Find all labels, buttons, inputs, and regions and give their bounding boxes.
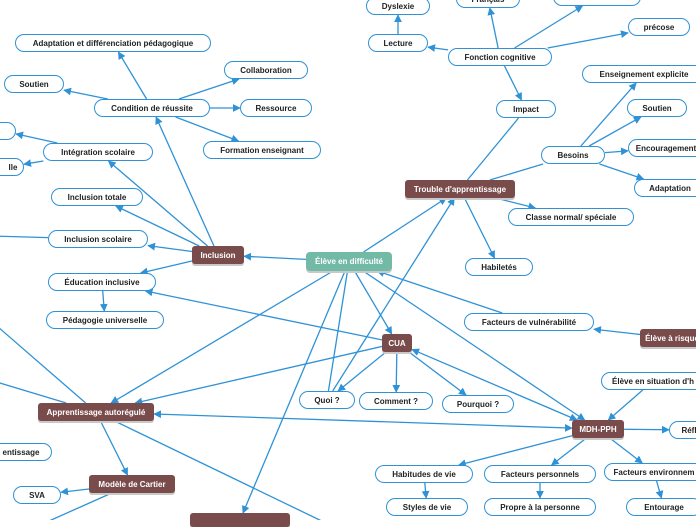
topic-mdh-pph[interactable]: MDH-PPH	[572, 420, 624, 438]
connector-impact-fonction	[505, 66, 522, 100]
connector-habitudes-styles	[425, 483, 426, 498]
subtopic-soutien-left[interactable]: Soutien	[4, 75, 64, 93]
subtopic-facteurs-vulnerabilite[interactable]: Facteurs de vulnérabilité	[464, 313, 594, 331]
connector-mdh-factperso	[552, 438, 587, 465]
subtopic-eleve-situation-handicap[interactable]: Élève en situation d'h	[601, 372, 696, 390]
connector-besoins-adaptation	[599, 164, 643, 179]
subtopic-inclusion-scolaire[interactable]: Inclusion scolaire	[48, 230, 148, 248]
connector-cua-comment	[396, 352, 397, 392]
subtopic-enseignement-explicite[interactable]: Enseignement explicite	[582, 65, 696, 83]
topic-trouble-apprentissage[interactable]: Trouble d'apprentissage	[405, 180, 515, 198]
connector-besoins-encour	[605, 151, 628, 153]
subtopic-facteurs-environnementaux[interactable]: Facteurs environnem	[604, 463, 696, 481]
connector-mdh-factenv	[610, 438, 643, 463]
connector-factenv-entourage	[657, 481, 662, 498]
central-topic-eleve-en-difficulte[interactable]: Élève en difficulté	[306, 252, 392, 271]
connector-educ-pedago	[103, 291, 105, 311]
connector-cartier-sva	[61, 489, 89, 492]
topic-apprentissage-autoregule[interactable]: Apprentissage autorégulé	[38, 403, 154, 421]
subtopic-ressource[interactable]: Ressource	[240, 99, 312, 117]
subtopic-comment[interactable]: Comment ?	[359, 392, 433, 410]
subtopic-precose[interactable]: précose	[628, 18, 690, 36]
subtopic-impact[interactable]: Impact	[496, 100, 556, 118]
subtopic-integration-scolaire[interactable]: Intégration scolaire	[43, 143, 153, 161]
subtopic-encouragement[interactable]: Encouragement	[628, 139, 696, 157]
subtopic-pourquoi[interactable]: Pourquoi ?	[442, 395, 514, 413]
subtopic-offscreen-left-2[interactable]: lle	[0, 158, 24, 176]
subtopic-habiletes[interactable]: Habiletés	[465, 258, 533, 276]
subtopic-classe-normal-speciale[interactable]: Classe normal/ spéciale	[508, 208, 634, 226]
connector-inclusion-educ	[141, 261, 192, 273]
connector-inclusion-inclsco	[148, 246, 192, 252]
subtopic-refl[interactable]: Réfl	[669, 421, 696, 439]
subtopic-dyslexie[interactable]: Dyslexie	[366, 0, 430, 15]
topic-eleve-a-risque[interactable]: Élève à risque	[640, 329, 696, 347]
connector-besoins-ensexp	[581, 83, 636, 146]
subtopic-condition-de-reussite[interactable]: Condition de réussite	[94, 99, 210, 117]
subtopic-fonction-cognitive[interactable]: Fonction cognitive	[448, 48, 552, 66]
connector-root-cua	[355, 271, 392, 334]
connector-root-trouble	[364, 198, 447, 252]
connector-factvuln-root	[377, 271, 502, 313]
connector-condition-soutienL	[64, 90, 108, 99]
subtopic-adaptation-differenciation[interactable]: Adaptation et différenciation pédagogiqu…	[15, 34, 211, 52]
connector-mdh-autoregule	[154, 414, 572, 428]
connector-trouble-habiletes	[465, 198, 495, 258]
subtopic-quoi[interactable]: Quoi ?	[299, 391, 355, 409]
connector-condition-formation	[176, 117, 239, 141]
connector-risque-factvuln	[594, 329, 640, 334]
connector-fonction-francais	[490, 8, 498, 48]
connector-offscreen-1	[0, 380, 66, 403]
connector-trouble-besoins	[490, 164, 543, 180]
subtopic-offscreen-top[interactable]	[553, 0, 641, 6]
subtopic-besoins[interactable]: Besoins	[541, 146, 605, 164]
subtopic-propre-a-la-personne[interactable]: Propre à la personne	[484, 498, 596, 516]
topic-cua[interactable]: CUA	[382, 334, 412, 352]
connector-condition-collab	[179, 79, 239, 99]
subtopic-pedagogie-universelle[interactable]: Pédagogie universelle	[46, 311, 164, 329]
connector-cua-pourquoi	[409, 352, 466, 395]
connector-condition-adaptdiff	[118, 52, 146, 99]
connector-autoregule-cartier	[101, 421, 128, 475]
connector-trouble-impact	[467, 118, 518, 180]
topic-modele-de-cartier[interactable]: Modèle de Cartier	[89, 475, 175, 493]
subtopic-facteurs-personnels[interactable]: Facteurs personnels	[484, 465, 596, 483]
topic-inclusion[interactable]: Inclusion	[192, 246, 244, 264]
subtopic-habitudes-de-vie[interactable]: Habitudes de vie	[375, 465, 473, 483]
connector-root-inclusion	[244, 256, 306, 259]
connector-mdh-habitudes	[459, 436, 572, 465]
subtopic-education-inclusive[interactable]: Éducation inclusive	[48, 273, 156, 291]
connector-integration-leftstub1	[16, 134, 57, 143]
connector-educ-cua	[146, 291, 382, 340]
subtopic-adaptation[interactable]: Adaptation	[634, 179, 696, 197]
connector-trouble-classe	[496, 198, 536, 208]
subtopic-collaboration[interactable]: Collaboration	[224, 61, 308, 79]
subtopic-inclusion-totale[interactable]: Inclusion totale	[51, 188, 143, 206]
subtopic-soutien-right[interactable]: Soutien	[627, 99, 687, 117]
connector-fonction-precose	[548, 33, 628, 48]
subtopic-francais[interactable]: Français	[456, 0, 520, 8]
connector-offscreen-4	[115, 421, 330, 520]
subtopic-formation-enseignant[interactable]: Formation enseignant	[203, 141, 321, 159]
connector-quoi-trouble	[333, 198, 455, 391]
topic-offscreen-bottom[interactable]	[190, 513, 290, 527]
subtopic-entourage[interactable]: Entourage	[626, 498, 696, 516]
connector-offscreen-0	[0, 236, 48, 238]
connector-fonction-lecture	[428, 47, 448, 50]
connector-fonction-topstub	[515, 6, 583, 48]
subtopic-apprentissage-partial[interactable]: entissage	[0, 443, 52, 461]
connector-mdh-situation	[608, 390, 642, 420]
connector-offscreen-2	[0, 320, 86, 403]
subtopic-styles-de-vie[interactable]: Styles de vie	[386, 498, 468, 516]
subtopic-lecture[interactable]: Lecture	[368, 34, 428, 52]
connector-integration-leftstub2	[24, 161, 43, 164]
subtopic-sva[interactable]: SVA	[13, 486, 61, 504]
